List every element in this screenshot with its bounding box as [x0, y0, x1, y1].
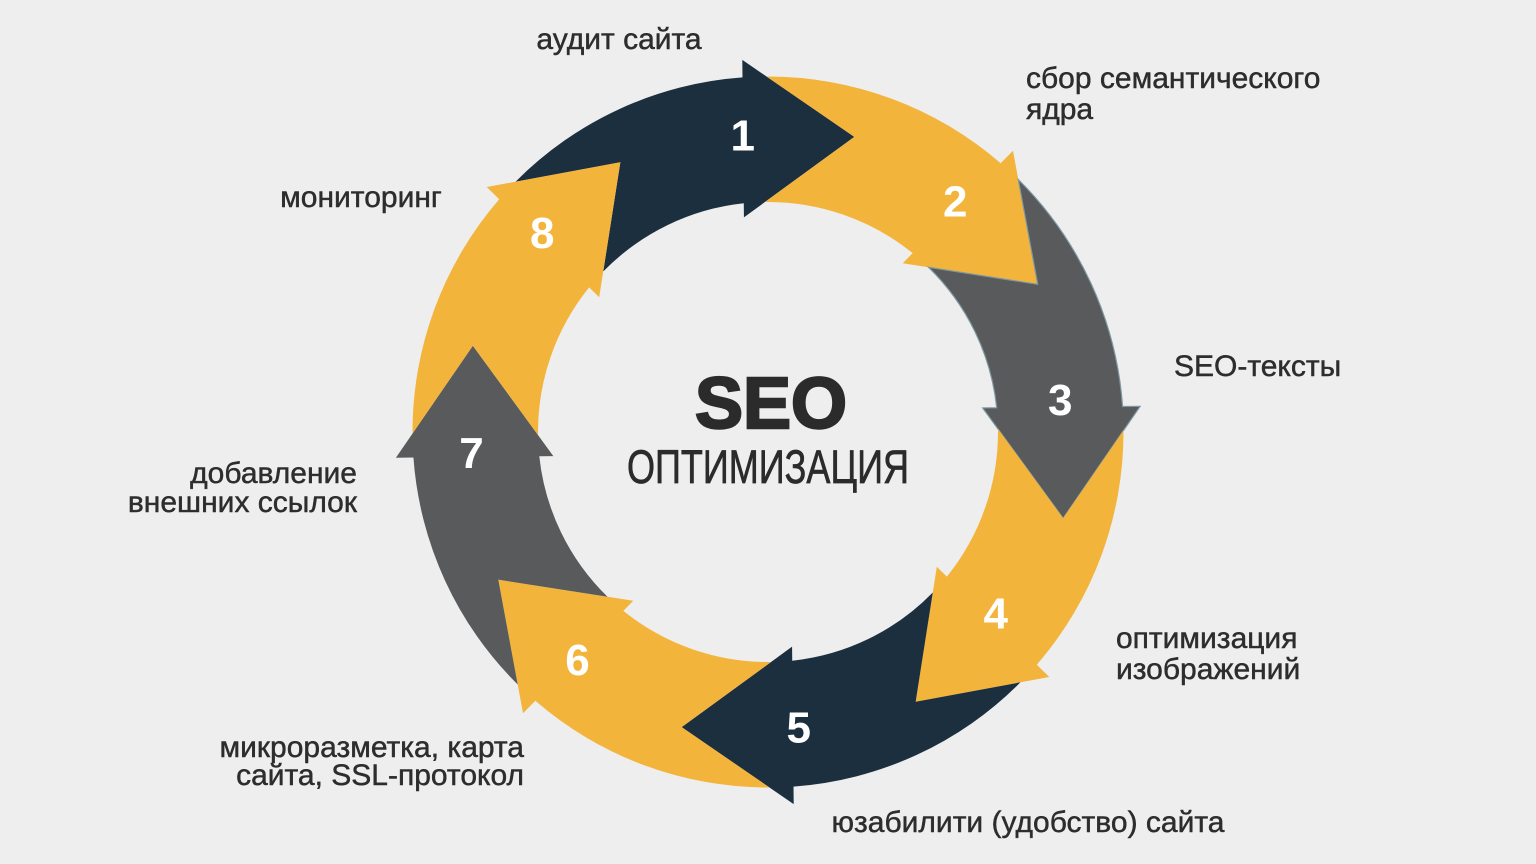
svg-text:аудит сайта: аудит сайта — [536, 23, 702, 56]
svg-text:ОПТИМИЗАЦИЯ: ОПТИМИЗАЦИЯ — [627, 440, 909, 493]
svg-text:3: 3 — [1048, 376, 1072, 425]
svg-text:6: 6 — [565, 636, 589, 685]
svg-text:1: 1 — [731, 112, 755, 161]
svg-text:мониторинг: мониторинг — [280, 181, 442, 214]
svg-text:сбор семантического: сбор семантического — [1026, 62, 1320, 95]
svg-text:внешних ссылок: внешних ссылок — [128, 486, 358, 519]
svg-text:юзабилити (удобство) сайта: юзабилити (удобство) сайта — [832, 806, 1225, 839]
svg-text:ядра: ядра — [1026, 93, 1093, 126]
svg-text:8: 8 — [530, 209, 554, 258]
svg-text:добавление: добавление — [190, 457, 357, 490]
svg-text:сайта, SSL-протокол: сайта, SSL-протокол — [236, 759, 524, 792]
svg-text:4: 4 — [983, 590, 1008, 639]
svg-text:2: 2 — [943, 178, 967, 227]
svg-text:микроразметка, карта: микроразметка, карта — [220, 731, 525, 764]
svg-text:5: 5 — [786, 703, 810, 752]
svg-text:SEO-тексты: SEO-тексты — [1174, 350, 1341, 383]
svg-text:изображений: изображений — [1116, 653, 1300, 686]
svg-text:7: 7 — [459, 429, 483, 478]
svg-text:SEO: SEO — [695, 364, 847, 444]
svg-text:оптимизация: оптимизация — [1116, 622, 1297, 655]
